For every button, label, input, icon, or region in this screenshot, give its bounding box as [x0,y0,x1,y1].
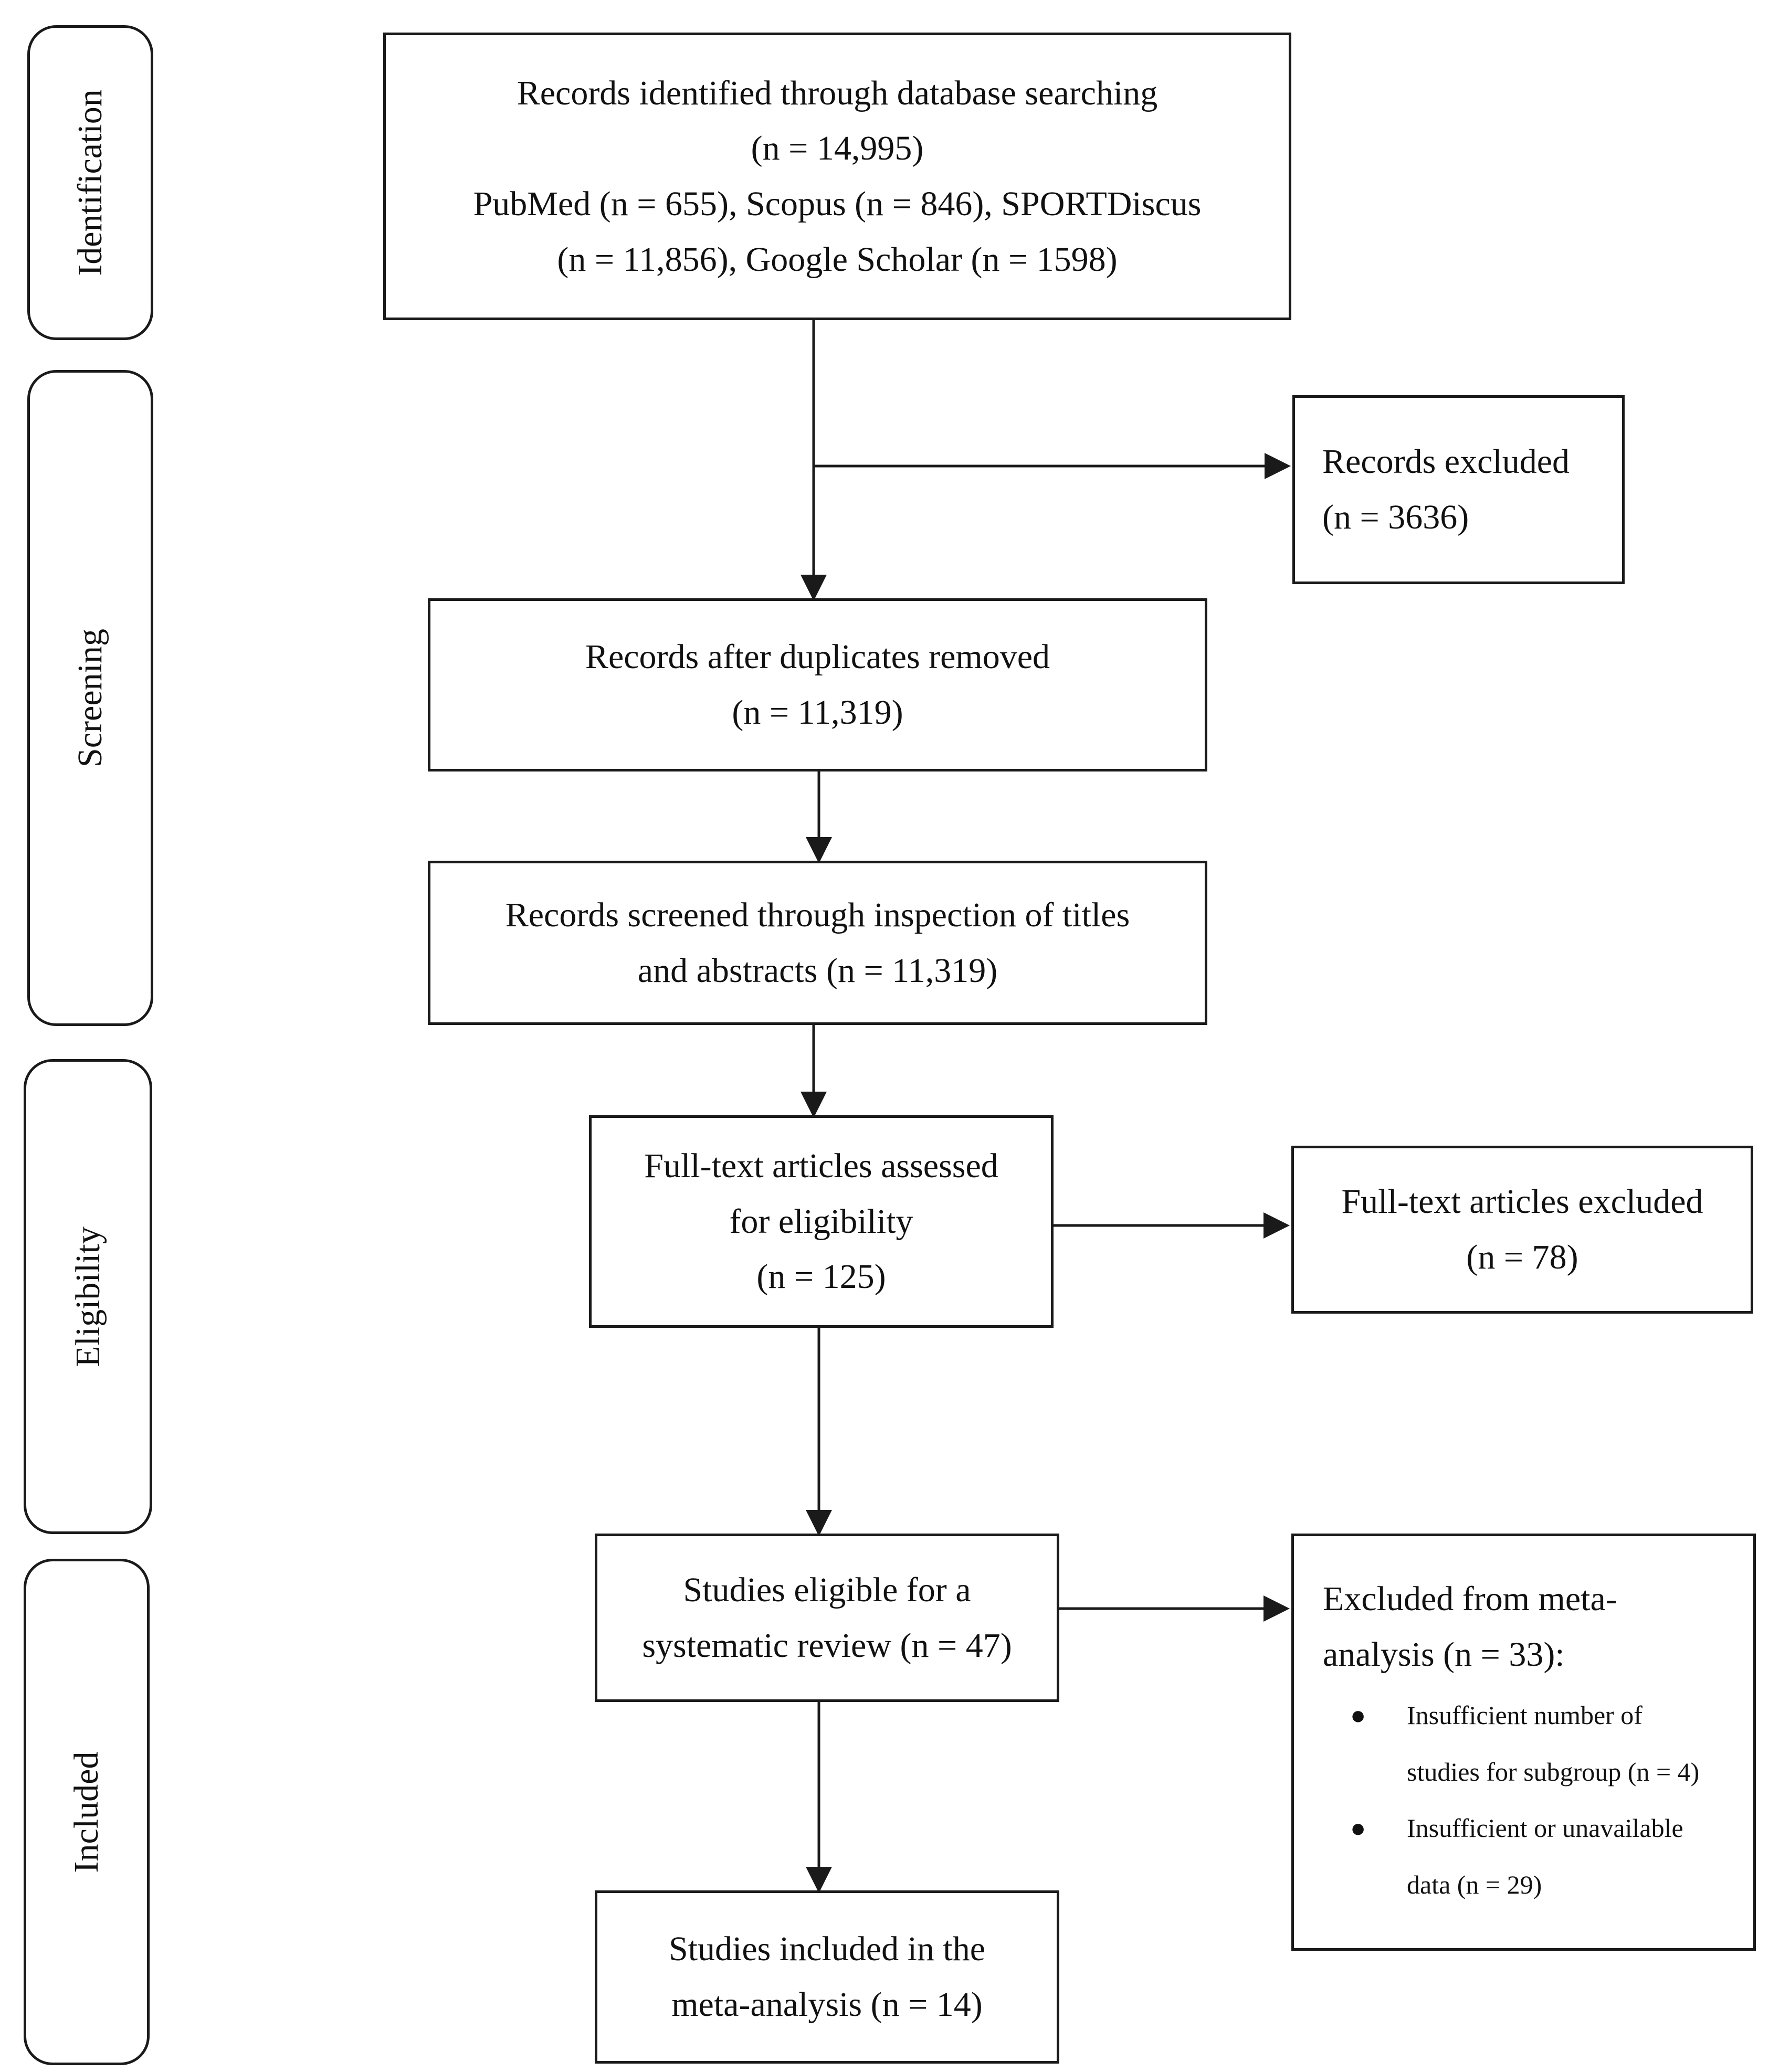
box-line: Full-text articles excluded [1341,1182,1703,1221]
box-line: (n = 11,319) [732,693,903,732]
exclusion-reasons-list: ● Insufficient number of studies for sub… [1323,1687,1699,1913]
box-line: (n = 125) [756,1257,886,1296]
box-line: Records excluded [1322,442,1570,481]
stage-identification: Identification [27,25,153,340]
box-after-duplicates: Records after duplicates removed (n = 11… [428,598,1207,771]
box-line: Studies eligible for a [683,1570,971,1609]
box-line: Full-text articles assessed [644,1147,998,1186]
box-line: systematic review (n = 47) [642,1626,1012,1665]
stage-included: Included [24,1559,150,2065]
box-full-text-excluded: Full-text articles excluded (n = 78) [1291,1146,1753,1314]
reason-line: studies for subgroup (n = 4) [1407,1757,1700,1786]
exclusion-reason: ● Insufficient number of studies for sub… [1323,1687,1699,1800]
reason-line: Insufficient number of [1407,1700,1642,1730]
box-line: analysis (n = 33): [1323,1635,1565,1674]
reason-line: Insufficient or unavailable [1407,1813,1683,1843]
stage-screening: Screening [27,370,153,1026]
box-line: meta-analysis (n = 14) [671,1985,983,2024]
stage-eligibility: Eligibility [24,1059,152,1534]
bullet-icon: ● [1350,1700,1366,1730]
box-included-meta-analysis: Studies included in the meta-analysis (n… [595,1890,1059,2064]
box-line: and abstracts (n = 11,319) [637,951,998,990]
box-records-excluded: Records excluded (n = 3636) [1292,395,1625,584]
box-full-text-assessed: Full-text articles assessed for eligibil… [589,1115,1054,1328]
box-eligible-review: Studies eligible for a systematic review… [595,1534,1059,1702]
box-line: (n = 11,856), Google Scholar (n = 1598) [557,240,1118,279]
box-screened: Records screened through inspection of t… [428,861,1207,1025]
box-records-identified: Records identified through database sear… [383,33,1291,320]
box-line: (n = 3636) [1322,498,1469,536]
box-line: Records screened through inspection of t… [505,895,1130,934]
box-line: Studies included in the [668,1930,986,1969]
box-line: (n = 78) [1466,1238,1578,1276]
bullet-icon: ● [1350,1813,1366,1843]
box-line: Records after duplicates removed [585,638,1050,676]
box-line: PubMed (n = 655), Scopus (n = 846), SPOR… [473,185,1202,223]
box-line: (n = 14,995) [751,129,924,168]
box-line: Records identified through database sear… [517,73,1158,112]
exclusion-reason: ● Insufficient or unavailable data (n = … [1323,1800,1699,1913]
box-line: Excluded from meta- [1323,1579,1617,1618]
reason-line: data (n = 29) [1407,1869,1542,1899]
box-line: for eligibility [729,1202,913,1241]
box-excluded-meta-analysis: Excluded from meta- analysis (n = 33): ●… [1291,1534,1756,1951]
